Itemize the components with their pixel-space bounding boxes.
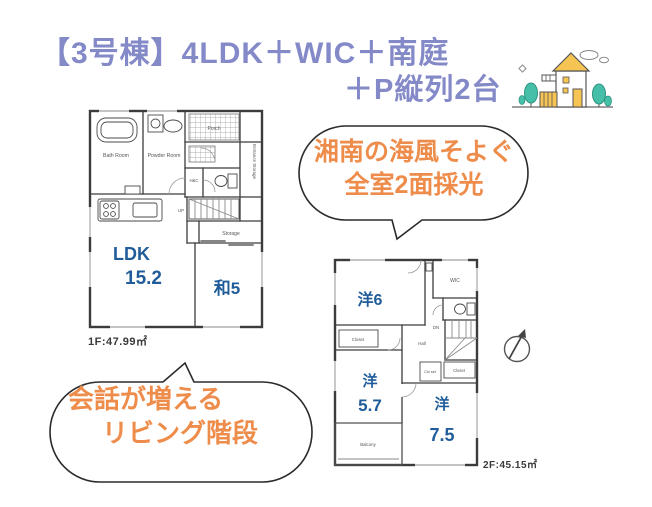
floorplan-1f: Bath Room Powder Room Porch H&C UP Stora… [88,109,264,329]
label-bath-room: Bath Room [103,153,129,159]
room-size-yo75: 7.5 [429,425,454,445]
room-label-yo6: 洋6 [358,290,383,309]
bubble-bottom-line2: リビング階段 [102,418,259,449]
bubble-bottom-line1: 会話が増える [68,384,224,414]
page-title: 【3号棟】4LDK＋WIC＋南庭 [40,37,450,70]
label-storage-1f: Storage [222,231,240,237]
room-label-washitsu: 和5 [214,279,240,298]
house-clouds-icon [518,50,609,73]
house-body-icon [541,52,591,108]
label-porch: Porch [207,126,220,132]
bubble-top-text: 湘南の海風そよぐ 全室2面採光 [312,136,516,202]
bubble-top-line1: 湘南の海風そよぐ [313,138,514,166]
fp1-windows [88,109,264,329]
fp2-fixtures [334,259,478,466]
floor2-area-label: 2F:45.15㎡ [483,460,538,471]
fp2-windows [333,258,479,467]
room-label-yo75: 洋 [434,395,449,413]
label-balcony: Balcony [360,442,376,447]
room-label-ldk: LDK [113,244,150,264]
house-trees-icon [518,82,612,107]
house-fence-icon [539,91,558,108]
label-powder-room: Powder Room [148,153,181,159]
bubble-top-line2: 全室2面採光 [344,171,484,199]
fp1-small-labels: Bath Room Powder Room Porch H&C UP Stora… [103,126,257,237]
label-hall: Hall [418,341,426,346]
floorplan-2f: WIC DN Hall Closet Clo set Closet Balcon… [333,258,479,467]
fp2-room-labels: 洋6 洋 5.7 洋 7.5 [358,290,455,445]
label-hc: H&C [189,178,198,183]
room-size-ldk: 15.2 [125,268,162,289]
label-closet-b: Clo set [424,370,437,374]
speech-bubble-bottom [49,361,313,483]
label-up: UP [178,208,184,213]
label-closet-c: Closet [453,368,466,373]
fp1-fixtures [96,113,240,222]
floor1-area-label: 1F:47.99㎡ [88,336,148,348]
room-label-yo57: 洋 [362,372,377,390]
label-entrance-storage: Entrance Storage [252,144,257,180]
fp1-room-labels: LDK 15.2 和5 [113,244,240,298]
north-compass-icon [503,329,531,363]
label-dn: DN [433,325,439,330]
label-closet-a: Closet [352,337,365,342]
fp1-walls [89,110,263,328]
label-wic: WIC [450,278,460,284]
speech-bubble-top [298,125,529,241]
house-illustration-icon [512,50,613,108]
page-subtitle: ＋P縦列2台 [344,74,502,106]
fp2-small-labels: WIC DN Hall Closet Clo set Closet Balcon… [352,278,466,447]
bubble-bottom-text: 会話が増える リビング階段 [68,382,258,451]
room-size-yo57: 5.7 [358,396,382,415]
